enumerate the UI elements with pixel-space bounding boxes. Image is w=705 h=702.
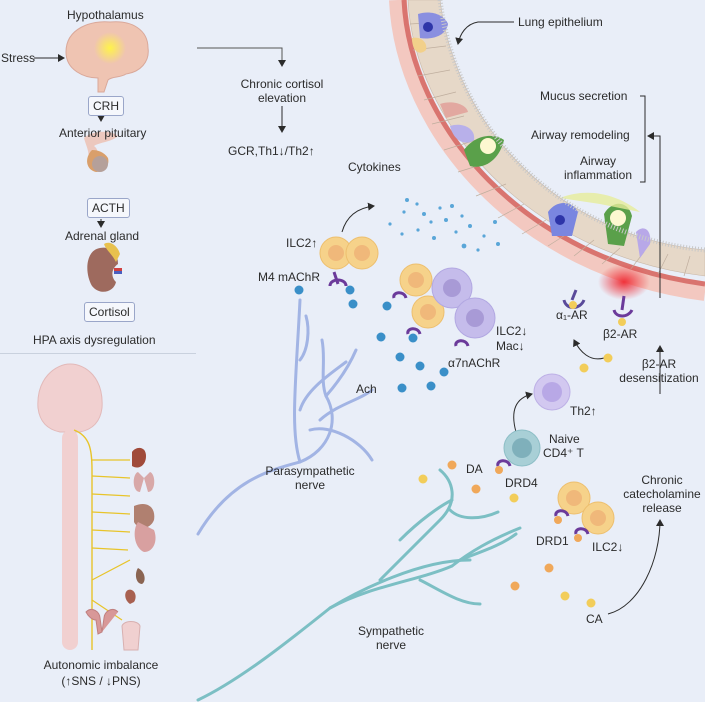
outcome-airway-inflammation-line2: inflammation [563,168,633,182]
m4-machr-label: M4 mAChR [258,270,321,284]
naive-cd4-line2: CD4⁺ T [543,446,584,460]
bladder-icon [125,589,136,604]
lung-epithelium-arrow [455,21,514,45]
chronic-catecholamine-line2: catecholamine [623,487,701,501]
hypothalamus-brain-icon [65,21,149,93]
a1-ar-label: α₁-AR [556,308,588,322]
chronic-cortisol-line1: Chronic cortisol [240,77,324,91]
sympathetic-nerve-line2: nerve [375,638,407,652]
th2-up-label: Th2↑ [570,404,597,418]
drd4-label: DRD4 [505,476,538,490]
cytokines-label: Cytokines [348,160,401,174]
crh-box: CRH [88,96,124,116]
hpa-connector [197,47,286,67]
outcome-bracket [640,95,646,183]
panel-divider [0,353,196,354]
a7nachr-receptor-icon [392,291,408,299]
catecholamine-dots-upper [579,353,613,373]
ilc2-down-sym-label: ILC2↓ [592,540,624,554]
naive-to-th2-arrow [513,391,533,433]
chronic-catecholamine-line1: Chronic [641,473,683,487]
hypothalamus-label: Hypothalamus [67,8,144,22]
stress-label: Stress [1,51,36,65]
outcome-mucus-secretion: Mucus secretion [540,89,628,103]
ans-caption-line1: Autonomic imbalance [43,658,159,672]
kidney-icon [135,568,145,584]
desensitization-to-outcome-arrow [647,132,661,298]
cytokine-dots [388,198,500,252]
outcome-airway-remodeling: Airway remodeling [531,128,630,142]
sympathetic-nerve [196,468,522,702]
ilc2-to-cytokines-arrow [341,202,375,233]
intestine-icon [134,522,156,552]
b2-ar-desens-line2: desensitization [619,371,699,385]
airway-wall [389,0,705,301]
naive-cd4-t-cell [495,429,541,474]
b2-ar-receptor-icon [612,295,634,318]
acth-box: ACTH [87,198,130,218]
hpa-caption: HPA axis dysregulation [33,333,156,347]
ilc2-cells-up [319,236,379,287]
m4-receptor-icon [328,271,348,287]
ca-to-a1-arrow [573,339,605,360]
adrenergic-receptors [562,289,634,326]
drd4-receptor-icon [496,459,512,467]
parasympathetic-nerve [196,298,374,536]
ach-label: Ach [356,382,377,396]
parasympathetic-nerve-line1: Parasympathetic [265,464,355,478]
ilc2-down-label: ILC2↓ [496,324,528,338]
lung-epithelium-label: Lung epithelium [518,15,603,29]
catecholamine-dots [418,460,596,608]
autonomic-body-icon [37,363,156,651]
anterior-pituitary-label: Anterior pituitary [59,126,147,140]
chronic-catecholamine-line3: release [642,501,682,515]
da-label: DA [466,462,483,476]
ans-caption-line2: (↑SNS / ↓PNS) [61,674,141,688]
outcome-airway-inflammation-line1: Airway [579,154,616,168]
cortisol-box: Cortisol [84,302,135,322]
ca-label: CA [586,612,603,626]
adrenal-gland-label: Adrenal gland [65,229,140,243]
ach-dots [294,285,449,393]
naive-cd4-line1: Naive [549,432,580,446]
parasympathetic-nerve-line2: nerve [294,478,326,492]
uterus-icon [85,609,119,635]
b2-ar-desens-line1: β2-AR [641,357,677,371]
ca-to-chronic-arrow [607,519,664,615]
drd1-receptor-icon [554,509,570,517]
gcr-th1-th2-label: GCR,Th1↓/Th2↑ [228,144,315,158]
chronic-cortisol-line2: elevation [257,91,307,105]
lungs-icon [133,472,155,492]
mac-down-label: Mac↓ [496,339,525,353]
ilc2-up-label: ILC2↑ [286,236,318,250]
adrenal-kidney-icon [87,242,122,292]
heart-icon [132,447,146,468]
b2-ar-label: β2-AR [603,327,638,341]
drd1-label: DRD1 [536,534,569,548]
male-reproductive-icon [121,621,141,651]
stomach-icon [134,503,155,528]
sympathetic-nerve-line1: Sympathetic [357,624,425,638]
ilc2-cells-down [554,481,615,542]
th2-cell [533,373,571,411]
ilc2-macrophage-cluster [392,263,496,347]
a7nachr-label: α7nAChR [448,356,501,370]
pituitary-icon [84,131,118,172]
